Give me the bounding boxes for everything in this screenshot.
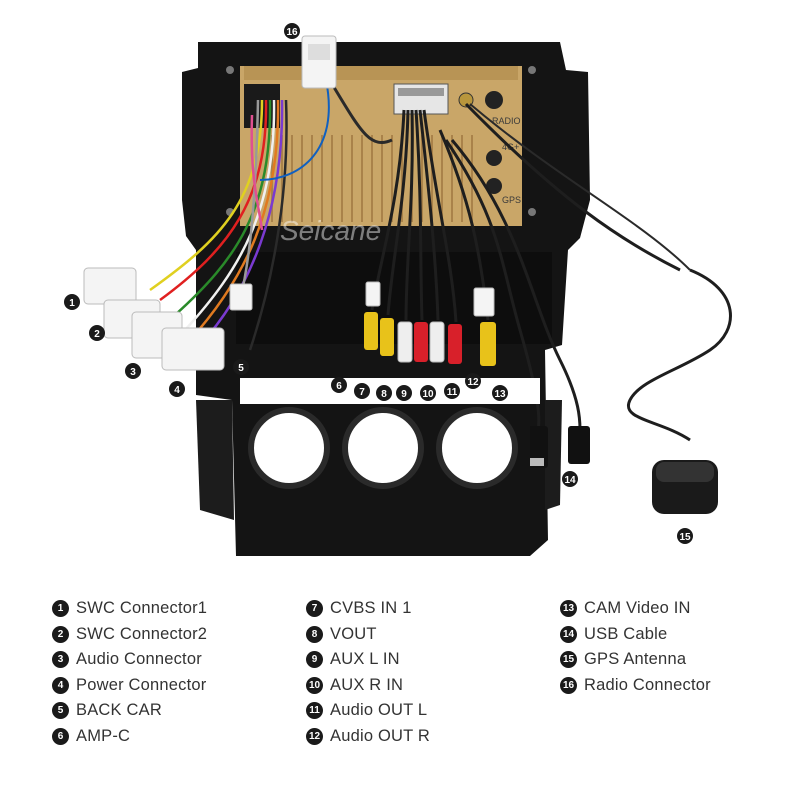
svg-text:15: 15: [679, 532, 691, 543]
rca-cable-bundle: [370, 102, 681, 431]
callout-10: 10: [420, 385, 436, 401]
callout-13: 13: [492, 385, 508, 401]
radio-port-label: RADIO: [492, 116, 521, 126]
callout-3: 3: [125, 363, 141, 379]
callout-1: 1: [64, 294, 80, 310]
svg-text:9: 9: [401, 389, 407, 400]
legend-item: 12 Audio OUT R: [306, 724, 430, 750]
legend-column-2: 7 CVBS IN 1 8 VOUT 9 AUX L IN 10 AUX R IN 11…: [306, 596, 430, 749]
legend-item: 5 BACK CAR: [52, 698, 207, 724]
callout-6: 6: [331, 377, 347, 393]
svg-text:7: 7: [359, 387, 365, 398]
legend-label: CVBS IN 1: [330, 599, 412, 618]
svg-text:13: 13: [494, 389, 506, 400]
legend-number-badge: 4: [52, 676, 69, 694]
svg-text:8: 8: [381, 389, 387, 400]
legend-item: 13 CAM Video IN: [560, 596, 711, 622]
wire-harness: [149, 99, 288, 351]
callout-11: 11: [444, 383, 460, 399]
legend-number-badge: 8: [306, 625, 323, 643]
legend-item: 7 CVBS IN 1: [306, 596, 430, 622]
callout-7: 7: [354, 383, 370, 399]
legend-number-badge: 11: [306, 702, 323, 720]
legend-item: 15 GPS Antenna: [560, 647, 711, 673]
legend-number-badge: 16: [560, 676, 577, 694]
callout-16: 16: [284, 23, 300, 39]
legend-number-badge: 2: [52, 625, 69, 643]
callout-2: 2: [89, 325, 105, 341]
legend-item: 16 Radio Connector: [560, 673, 711, 699]
legend-item: 2 SWC Connector2: [52, 622, 207, 648]
legend-label: USB Cable: [584, 624, 668, 643]
wiring-diagram: RADIO 4G+ GPS Seicane: [64, 23, 732, 556]
legend-item: 9 AUX L IN: [306, 647, 430, 673]
callout-5: 5: [233, 359, 249, 375]
legend-label: Audio Connector: [76, 650, 202, 669]
callout-9: 9: [396, 385, 412, 401]
svg-text:5: 5: [238, 363, 244, 374]
legend-number-badge: 12: [306, 727, 323, 745]
watermark: Seicane: [280, 215, 381, 246]
legend-number-badge: 6: [52, 727, 69, 745]
legend-number-badge: 15: [560, 651, 577, 669]
callout-15: 15: [677, 528, 693, 544]
svg-text:3: 3: [130, 367, 136, 378]
legend-label: AMP-C: [76, 726, 131, 745]
radio-connector: [259, 35, 393, 181]
svg-text:10: 10: [422, 389, 434, 400]
legend-label: Power Connector: [76, 675, 207, 694]
legend-item: 14 USB Cable: [560, 622, 711, 648]
rca-plugs: [364, 281, 496, 366]
legend-item: 11 Audio OUT L: [306, 698, 430, 724]
legend-column-3: 13 CAM Video IN 14 USB Cable 15 GPS Antenna…: [560, 596, 711, 698]
legend-item: 10 AUX R IN: [306, 673, 430, 699]
callout-4: 4: [169, 381, 185, 397]
legend-number-badge: 5: [52, 702, 69, 720]
svg-text:6: 6: [336, 381, 342, 392]
callouts: 1 2 3 4 5 6 7 8 9 10 11 12 13 14 15 16: [64, 23, 693, 544]
legend-number-badge: 7: [306, 600, 323, 618]
legend-number-badge: 14: [560, 625, 577, 643]
legend-item: 3 Audio Connector: [52, 647, 207, 673]
legend-item: 8 VOUT: [306, 622, 430, 648]
legend-label: SWC Connector2: [76, 624, 208, 643]
legend-label: BACK CAR: [76, 701, 162, 720]
legend-label: Audio OUT L: [330, 701, 428, 720]
harness-connectors: [83, 267, 253, 371]
gps-port-label: GPS: [502, 195, 521, 205]
legend-item: 4 Power Connector: [52, 673, 207, 699]
gps-antenna: [626, 268, 732, 514]
legend-item: 6 AMP-C: [52, 724, 207, 750]
legend-number-badge: 13: [560, 600, 577, 618]
svg-text:11: 11: [447, 387, 458, 398]
legend-label: VOUT: [330, 624, 377, 643]
legend-label: Radio Connector: [584, 675, 711, 694]
svg-text:16: 16: [286, 27, 298, 38]
legend-number-badge: 1: [52, 600, 69, 618]
usb-cable: [526, 426, 590, 468]
legend-column-1: 1 SWC Connector1 2 SWC Connector2 3 Audio C…: [52, 596, 207, 749]
legend-label: Audio OUT R: [330, 726, 431, 745]
callout-8: 8: [376, 385, 392, 401]
svg-text:2: 2: [94, 329, 100, 340]
svg-text:12: 12: [467, 377, 479, 388]
legend-label: AUX L IN: [330, 650, 400, 669]
legend-number-badge: 9: [306, 651, 323, 669]
legend-label: SWC Connector1: [76, 599, 208, 618]
svg-text:1: 1: [69, 298, 75, 309]
legend-number-badge: 10: [306, 676, 323, 694]
ac-vents: [236, 407, 530, 550]
legend-item: 1 SWC Connector1: [52, 596, 207, 622]
legend-label: CAM Video IN: [584, 599, 691, 618]
callout-14: 14: [562, 471, 578, 487]
legend-label: AUX R IN: [330, 675, 404, 694]
callout-12: 12: [465, 373, 481, 389]
svg-text:14: 14: [564, 475, 576, 486]
svg-text:4: 4: [174, 385, 180, 396]
legend-number-badge: 3: [52, 651, 69, 669]
legend-label: GPS Antenna: [584, 650, 687, 669]
